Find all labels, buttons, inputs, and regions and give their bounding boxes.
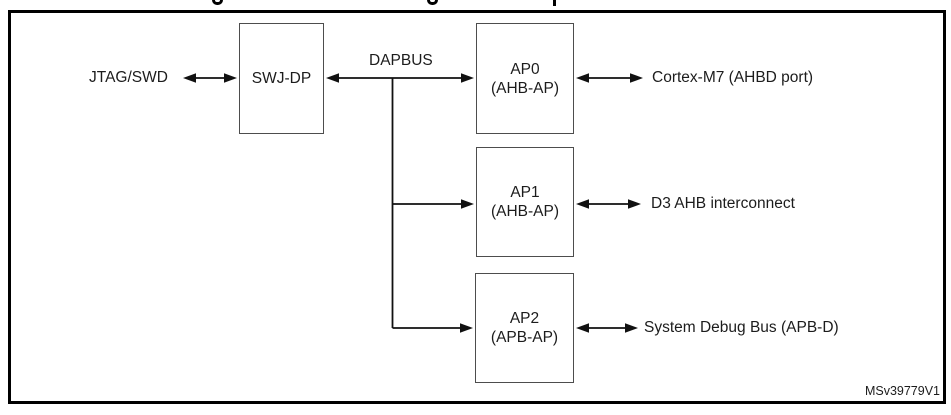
block-title: AP2 bbox=[509, 310, 540, 327]
block-subtitle: (APB-AP) bbox=[490, 329, 559, 346]
block-ap2: AP2 (APB-AP) bbox=[475, 273, 574, 383]
cropped-caption-descender bbox=[212, 0, 223, 5]
block-title: SWJ-DP bbox=[251, 70, 312, 87]
diagram-frame bbox=[8, 10, 946, 404]
block-swj-dp: SWJ-DP bbox=[239, 23, 324, 134]
block-ap0: AP0 (AHB-AP) bbox=[476, 23, 574, 134]
figure-reference-code: MSv39779V1 bbox=[864, 384, 940, 398]
block-title: AP1 bbox=[510, 184, 540, 201]
dapbus-label: DAPBUS bbox=[369, 52, 433, 69]
ap1-target-label: D3 AHB interconnect bbox=[651, 195, 795, 212]
cropped-caption-descender bbox=[553, 0, 556, 6]
cropped-caption-descender bbox=[427, 0, 438, 5]
ap2-target-label: System Debug Bus (APB-D) bbox=[644, 319, 839, 336]
block-title: AP0 bbox=[510, 60, 540, 78]
ap0-target-label: Cortex-M7 (AHBD port) bbox=[652, 69, 814, 86]
jtag-swd-label: JTAG/SWD bbox=[89, 69, 168, 86]
block-subtitle: (AHB-AP) bbox=[490, 203, 560, 220]
block-subtitle: (AHB-AP) bbox=[490, 79, 560, 97]
block-ap1: AP1 (AHB-AP) bbox=[476, 147, 574, 257]
